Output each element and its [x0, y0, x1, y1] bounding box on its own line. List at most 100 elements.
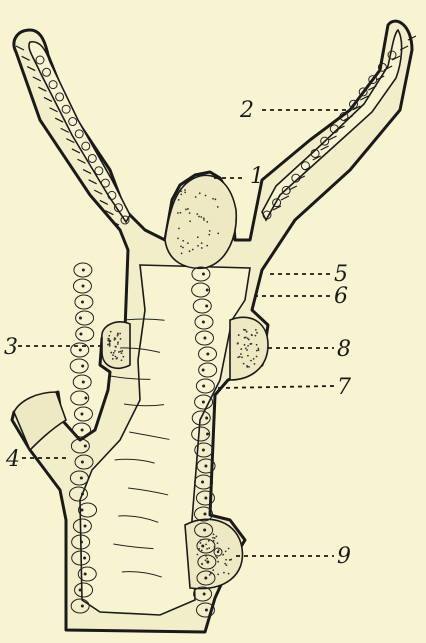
stipple-dot [187, 242, 189, 244]
wall-cell [76, 311, 94, 325]
stipple-dot [112, 358, 114, 360]
stipple-dot [121, 350, 123, 352]
stipple-dot [225, 559, 227, 561]
stipple-dot [201, 247, 203, 249]
stipple-dot [197, 245, 199, 247]
stipple-dot [212, 198, 214, 200]
stipple-dot [121, 359, 123, 361]
stipple-dot [201, 242, 203, 244]
stipple-dot [180, 212, 182, 214]
cell-nucleus [80, 477, 83, 480]
label-6: 6 [334, 284, 348, 309]
cell-nucleus [82, 285, 85, 288]
stipple-dot [214, 198, 216, 200]
stipple-dot [228, 573, 230, 575]
stipple-dot [253, 358, 255, 360]
stipple-dot [258, 349, 260, 351]
cell-nucleus [202, 273, 205, 276]
stipple-dot [256, 356, 258, 358]
cell-nucleus [203, 513, 206, 516]
stipple-dot [216, 535, 218, 537]
stipple-dot [243, 363, 245, 365]
stipple-dot [208, 547, 210, 549]
stipple-dot [215, 555, 217, 557]
egg-nucleolus [217, 551, 219, 553]
cell-nucleus [81, 605, 84, 608]
cell-nucleus [204, 465, 207, 468]
stipple-dot [254, 363, 256, 365]
cell-nucleus [81, 365, 84, 368]
stipple-dot [237, 343, 239, 345]
stipple-dot [247, 345, 249, 347]
stipple-dot [113, 352, 115, 354]
stipple-dot [247, 355, 249, 357]
stipple-dot [256, 332, 258, 334]
stipple-dot [189, 250, 191, 252]
stipple-dot [218, 549, 220, 551]
stipple-dot [257, 348, 259, 350]
stipple-dot [177, 212, 179, 214]
stipple-dot [117, 333, 119, 335]
stipple-dot [209, 230, 211, 232]
cell-nucleus [206, 561, 209, 564]
stipple-dot [238, 334, 240, 336]
cell-nucleus [83, 557, 86, 560]
stipple-dot [200, 216, 202, 218]
cell-nucleus [84, 397, 87, 400]
cell-nucleus [206, 353, 209, 356]
stipple-dot [205, 555, 207, 557]
stipple-dot [205, 195, 207, 197]
stipple-dot [189, 220, 191, 222]
cell-nucleus [203, 529, 206, 532]
cell-nucleus [203, 337, 206, 340]
stipple-dot [223, 572, 225, 574]
label-3: 3 [4, 335, 18, 360]
stipple-dot [107, 344, 109, 346]
stipple-dot [216, 557, 218, 559]
stipple-dot [182, 240, 184, 242]
stipple-dot [114, 346, 116, 348]
stipple-dot [214, 537, 216, 539]
cell-nucleus [201, 545, 204, 548]
cell-nucleus [84, 445, 87, 448]
label-4: 4 [5, 447, 20, 472]
stipple-dot [249, 343, 251, 345]
stipple-dot [108, 338, 110, 340]
label-7: 7 [337, 375, 351, 400]
wall-cell [76, 327, 94, 341]
cell-nucleus [79, 333, 82, 336]
stipple-dot [184, 191, 186, 193]
stipple-dot [178, 228, 180, 230]
stipple-dot [226, 564, 228, 566]
stipple-dot [248, 366, 250, 368]
stipple-dot [117, 335, 119, 337]
stipple-dot [217, 206, 219, 208]
cell-nucleus [81, 461, 84, 464]
stipple-dot [246, 366, 248, 368]
stipple-dot [182, 247, 184, 249]
cell-nucleus [204, 577, 207, 580]
stipple-dot [113, 339, 115, 341]
stipple-dot [201, 563, 203, 565]
cell-nucleus [81, 493, 84, 496]
stipple-dot [200, 539, 202, 541]
stipple-dot [206, 548, 208, 550]
stipple-dot [250, 360, 252, 362]
stipple-dot [256, 344, 258, 346]
cell-nucleus [82, 381, 85, 384]
bud-3 [102, 322, 130, 368]
cell-nucleus [81, 301, 84, 304]
stipple-dot [200, 542, 202, 544]
stipple-dot [119, 333, 121, 335]
stipple-dot [117, 341, 119, 343]
ovary-9 [185, 519, 242, 588]
cell-nucleus [79, 317, 82, 320]
cell-nucleus [84, 573, 87, 576]
stipple-dot [120, 351, 122, 353]
stipple-dot [199, 192, 201, 194]
stipple-dot [177, 238, 179, 240]
cell-nucleus [205, 417, 208, 420]
stipple-dot [201, 550, 203, 552]
cell-nucleus [79, 349, 82, 352]
